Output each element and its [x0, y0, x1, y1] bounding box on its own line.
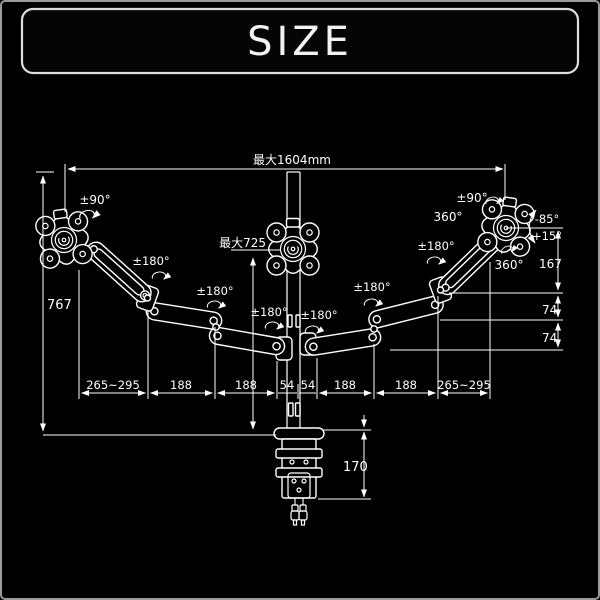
tilt-arc-icon: [527, 209, 537, 244]
swivel-left-2-label: ±180°: [196, 284, 233, 298]
center-pole: [286, 171, 301, 429]
segment-label-8: 265~295: [437, 378, 491, 392]
swivel-right-2-label: ±180°: [353, 280, 390, 294]
rotate-icon-right-2: [364, 298, 379, 308]
dimension-bottom-chain: 265~295 188 188 54 54 188 188 265~295: [78, 262, 491, 399]
swivel-right-1-label: ±180°: [300, 308, 337, 322]
cable-clip-lower: [287, 402, 294, 417]
dimension-right-offsets: 167 74 74: [390, 227, 563, 351]
rotate-icon-left-1: [152, 271, 167, 281]
cable-clip-lower-2: [294, 402, 301, 417]
tilt-down-label: +15°: [532, 229, 562, 243]
right-link-upper: [366, 293, 446, 331]
segment-label-1: 265~295: [86, 378, 140, 392]
dimension-max-width: 最大1604mm: [64, 153, 506, 212]
head-swivel-bottom-label: 360°: [495, 258, 524, 272]
segment-label-3: 188: [235, 378, 257, 392]
max-width-label: 最大1604mm: [253, 153, 331, 167]
swivel-left-3-label: ±180°: [250, 305, 287, 319]
rotate-icon-left-3: [265, 321, 280, 331]
segment-label-2: 188: [170, 378, 192, 392]
title-box: [20, 7, 580, 75]
left-gas-arm: [82, 237, 156, 307]
segment-label-4: 54: [280, 378, 295, 392]
segment-label-5: 54: [301, 378, 316, 392]
head-swivel-top-label: 360°: [434, 210, 463, 224]
arm-drop-lower-label: 74: [542, 331, 557, 345]
left-link-upper: [144, 300, 224, 332]
title-banner: SIZE: [20, 7, 580, 75]
right-vesa-rotate-label: ±90°: [456, 191, 487, 205]
segment-label-6: 188: [334, 378, 356, 392]
pole-height-label: 最大725: [219, 236, 266, 250]
dimension-pole-height: 最大725: [219, 236, 280, 430]
left-link-hinge: [212, 323, 220, 331]
arm-drop-upper-label: 74: [542, 303, 557, 317]
center-vesa-plate: [264, 217, 322, 278]
page-title: SIZE: [247, 19, 353, 65]
right-elbow-pivot: [436, 286, 445, 294]
annotation-rotations: ±90° ±90° 360° 360° ±180° ±180° ±180° ±1…: [78, 191, 523, 335]
left-vesa-plate: [31, 205, 96, 272]
swivel-left-1-label: ±180°: [132, 254, 169, 268]
clamp-depth-label: 170: [343, 460, 368, 475]
rotate-icon-left-2: [207, 300, 222, 310]
cable-clip-upper: [287, 314, 293, 328]
cable-clip-upper-2: [295, 314, 301, 328]
left-elbow-pivot: [143, 294, 152, 302]
dimension-clamp-depth: 170: [318, 415, 371, 500]
left-link-lower: [207, 325, 287, 357]
swivel-right-3-label: ±180°: [417, 239, 454, 253]
tilt-up-label: -85°: [535, 212, 560, 226]
right-link-lower: [303, 326, 383, 358]
segment-label-7: 188: [395, 378, 417, 392]
total-height-label: 767: [47, 298, 72, 313]
left-vesa-rotate-label: ±90°: [79, 193, 110, 207]
annotation-tilt-range: -85° +15°: [527, 209, 562, 244]
dimension-total-height: 767: [36, 171, 72, 432]
desk-clamp: [273, 427, 325, 526]
cables: [290, 498, 308, 526]
rotate-icon-right-3: [427, 256, 442, 266]
right-link-hinge: [370, 325, 378, 333]
head-to-arm-label: 167: [539, 257, 562, 271]
